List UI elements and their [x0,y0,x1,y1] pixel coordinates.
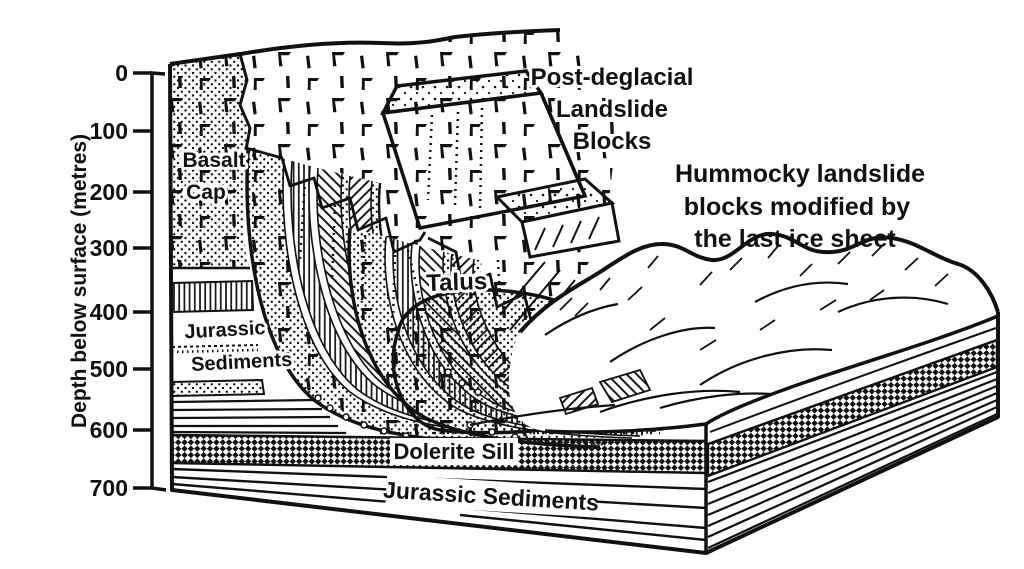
depth-axis-tick-labels: 0 100 200 300 400 500 600 700 [90,60,128,501]
hummock-silhouette [518,231,1000,334]
tick-label-700: 700 [90,475,128,501]
right-face [706,312,999,553]
hummocky-label-line3: the last ice sheet [694,225,896,253]
hummocky-label-line1: Hummocky landslide [675,160,925,188]
depth-axis: 0 100 200 300 400 500 600 700 Depth belo… [68,60,167,501]
tick-label-0: 0 [115,60,128,86]
talus-label: Talus [426,268,488,297]
diagram-labels: Basalt Cap Post-deglacial Landslide Bloc… [179,61,925,518]
tick-label-400: 400 [90,299,128,325]
right-face-strata-lines [707,370,998,549]
strata-vertical-hatch-band [171,279,255,314]
post-deglacial-label-line2: Landslide [556,96,668,123]
strata-wavy-band [171,344,259,354]
tick-label-300: 300 [90,235,128,261]
landslide-slab-small [493,177,621,259]
basalt-cap-label-line1: Basalt [182,149,245,172]
dolerite-sill-label-group: Dolerite Sill [390,438,518,465]
strata-dotted-band [171,378,266,398]
tick-label-200: 200 [90,179,128,205]
post-deglacial-label-line1: Post-deglacial [531,64,694,91]
left-column [171,53,347,435]
jurassic-upper-label-line1: Jurassic [184,317,266,343]
hummocky-terrain [469,231,1000,434]
tick-label-100: 100 [90,118,128,144]
depth-axis-ticks [133,71,152,490]
post-deglacial-label-line3: Blocks [573,128,652,155]
depth-axis-title: Depth below surface (metres) [68,134,91,428]
tick-label-500: 500 [90,356,128,382]
strata-lines-band [171,398,347,435]
hummock-contours [469,281,949,427]
scree-dotted-columns [298,107,502,316]
hummocky-label-line2: blocks modified by [684,193,911,221]
basalt-cap-label-line2: Cap [186,181,226,204]
tick-label-600: 600 [90,417,128,443]
hummock-hatch-marks [559,243,949,351]
hummock-front-edge [544,314,999,434]
dolerite-sill-label: Dolerite Sill [393,439,514,464]
cliff-top-edge [234,28,561,57]
listric-fault-1 [245,149,461,443]
